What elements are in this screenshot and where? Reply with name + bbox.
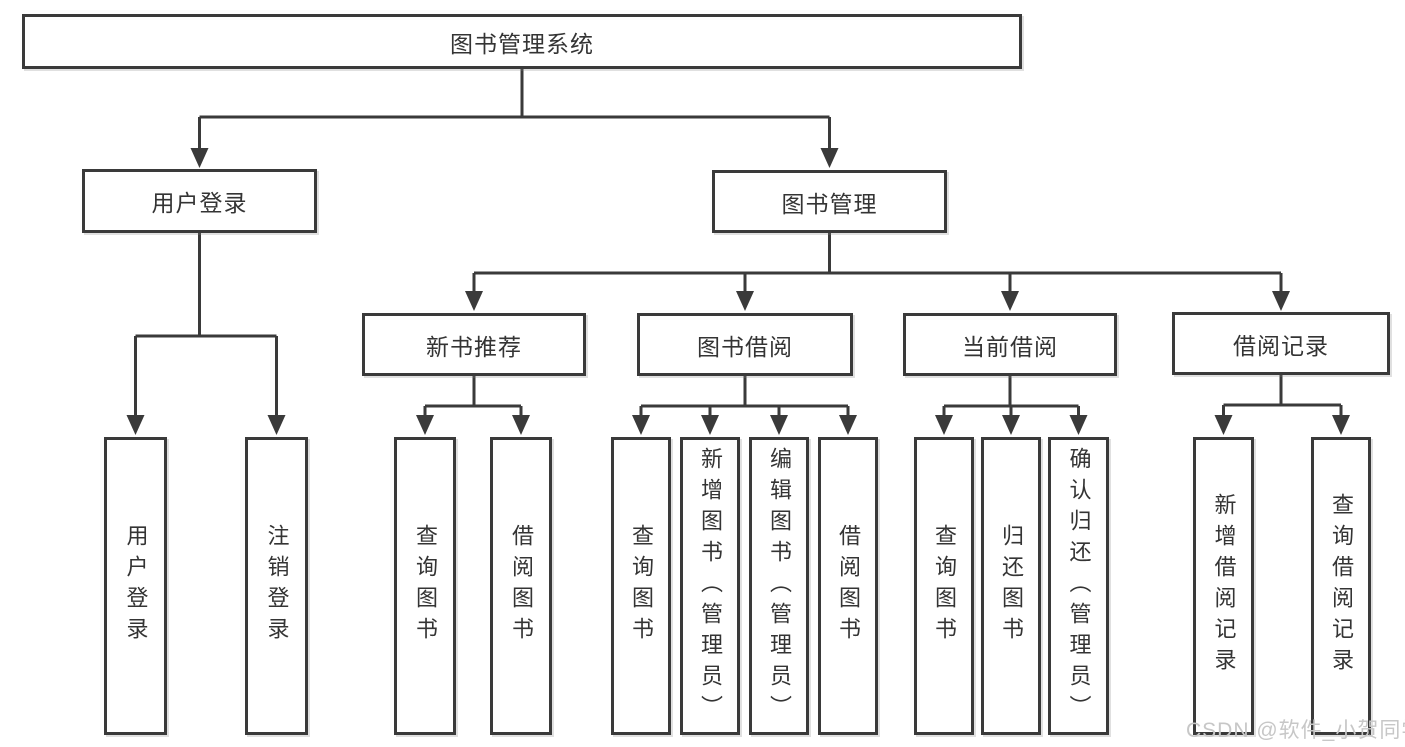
leaf-add-books-admin: 新增图书（管理员） [680,437,740,735]
leaf-query-borrow-record-label: 查询借阅记录 [1329,493,1354,679]
node-user-login-label: 用户登录 [151,190,248,216]
node-library-management-system: 图书管理系统 [22,14,1022,69]
leaf-query-books-recommend: 查询图书 [394,437,456,735]
leaf-query-books-current-label: 查询图书 [932,524,957,648]
leaf-return-books: 归还图书 [981,437,1041,735]
leaf-return-books-label: 归还图书 [999,524,1024,648]
watermark: CSDN @软件_小贺同学 [1186,719,1405,742]
node-user-login: 用户登录 [82,169,317,233]
node-book-borrowing-label: 图书借阅 [697,333,793,360]
leaf-edit-books-admin: 编辑图书（管理员） [749,437,809,735]
leaf-edit-books-admin-label: 编辑图书（管理员） [767,446,792,726]
node-book-management-label: 图书管理 [781,190,878,217]
leaf-borrow-books-borrowing-label: 借阅图书 [836,524,861,648]
node-new-book-recommendation: 新书推荐 [362,313,586,376]
leaf-confirm-return-admin: 确认归还（管理员） [1048,437,1109,735]
node-current-borrowing: 当前借阅 [903,313,1117,376]
leaf-borrow-books-recommend: 借阅图书 [490,437,552,735]
leaf-query-borrow-record: 查询借阅记录 [1311,437,1371,735]
node-new-book-recommendation-label: 新书推荐 [426,333,522,360]
leaf-query-books-borrowing-label: 查询图书 [629,524,654,648]
leaf-borrow-books-borrowing: 借阅图书 [818,437,878,735]
leaf-confirm-return-admin-label: 确认归还（管理员） [1066,446,1092,726]
leaf-query-books-borrowing: 查询图书 [611,437,671,735]
leaf-query-books-current: 查询图书 [914,437,974,735]
leaf-borrow-books-recommend-label: 借阅图书 [509,524,534,648]
node-borrowing-records-label: 借阅记录 [1233,332,1329,359]
leaf-logout-login: 注销登录 [245,437,308,735]
leaf-user-login: 用户登录 [104,437,167,735]
node-book-borrowing: 图书借阅 [637,313,853,376]
leaf-logout-login-label: 注销登录 [264,524,290,648]
node-book-management: 图书管理 [712,170,947,233]
node-current-borrowing-label: 当前借阅 [962,333,1058,360]
leaf-add-borrow-record-label: 新增借阅记录 [1211,493,1237,679]
node-library-management-system-label: 图书管理系统 [450,30,594,57]
node-borrowing-records: 借阅记录 [1172,312,1390,375]
leaf-add-borrow-record: 新增借阅记录 [1193,437,1254,735]
leaf-add-books-admin-label: 新增图书（管理员） [698,446,723,726]
leaf-query-books-recommend-label: 查询图书 [413,524,438,648]
leaf-user-login-label: 用户登录 [123,524,149,648]
